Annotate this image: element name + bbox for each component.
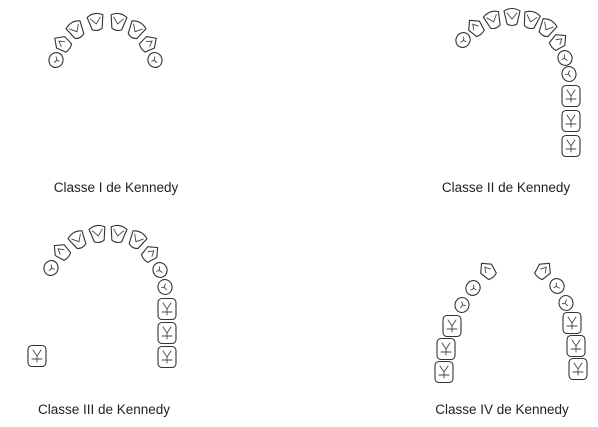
premolar-tooth — [42, 259, 60, 278]
panel-class-3: Classe III de Kennedy — [28, 224, 176, 417]
arch-segment-full-arch — [453, 9, 580, 157]
incisor-tooth — [125, 19, 147, 42]
molar-tooth — [158, 347, 176, 368]
arch-class-4 — [435, 259, 587, 383]
incisor-tooth — [87, 12, 106, 32]
premolar-tooth — [454, 296, 470, 313]
premolar-tooth — [146, 51, 164, 70]
premolar-tooth — [453, 30, 473, 50]
canine-tooth — [137, 33, 160, 55]
incisor-tooth — [89, 224, 108, 244]
arch-class-2 — [453, 9, 580, 157]
arch-segment-left-segment — [435, 259, 499, 383]
label-class-3: Classe III de Kennedy — [38, 402, 170, 417]
arch-class-1 — [47, 12, 164, 69]
incisor-tooth — [67, 229, 89, 252]
label-class-1: Classe I de Kennedy — [54, 180, 179, 195]
panel-class-4: Classe IV de Kennedy — [435, 259, 587, 417]
canine-tooth — [532, 259, 554, 282]
premolar-tooth — [561, 65, 577, 82]
molar-tooth — [437, 339, 455, 360]
molar-tooth — [443, 316, 461, 337]
incisor-tooth — [65, 19, 87, 42]
molar-tooth — [569, 359, 587, 380]
canine-tooth — [50, 240, 73, 262]
arch-segment-full-arch — [47, 12, 164, 69]
premolar-tooth — [157, 278, 173, 295]
molar-tooth — [158, 323, 176, 344]
premolar-tooth — [150, 260, 169, 280]
molar-tooth — [567, 336, 585, 357]
canine-tooth — [476, 259, 498, 282]
panel-class-2: Classe II de Kennedy — [442, 9, 580, 196]
incisor-tooth — [126, 229, 148, 252]
molar-tooth — [562, 111, 580, 132]
molar-tooth — [435, 362, 453, 383]
molar-tooth — [158, 299, 176, 320]
incisor-tooth — [109, 224, 128, 244]
premolar-tooth — [555, 48, 574, 68]
incisor-tooth — [504, 9, 520, 26]
incisor-tooth — [483, 9, 504, 30]
molar-tooth — [562, 86, 580, 107]
canine-tooth — [51, 33, 74, 55]
incisor-tooth — [521, 10, 541, 31]
premolar-tooth — [558, 294, 574, 311]
incisor-tooth — [109, 12, 128, 32]
molar-tooth — [563, 313, 581, 334]
molar-tooth — [28, 346, 46, 367]
label-class-4: Classe IV de Kennedy — [435, 402, 569, 417]
panel-class-1: Classe I de Kennedy — [47, 12, 179, 195]
label-class-2: Classe II de Kennedy — [442, 180, 571, 195]
arch-segment-right-segment — [532, 259, 587, 380]
canine-tooth — [139, 242, 162, 264]
arch-segment-isolated — [28, 346, 46, 367]
arch-segment-full-arch — [42, 224, 176, 367]
arch-class-3 — [28, 224, 176, 367]
molar-tooth — [562, 136, 580, 157]
premolar-tooth — [47, 51, 65, 70]
premolar-tooth — [547, 276, 567, 296]
premolar-tooth — [463, 278, 483, 298]
